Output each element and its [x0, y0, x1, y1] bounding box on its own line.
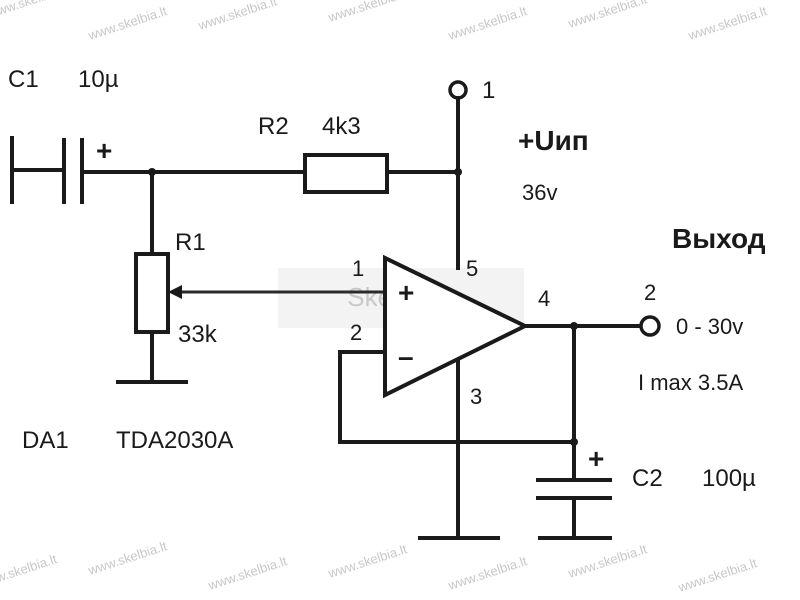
pin2-label: 2 — [350, 320, 362, 345]
pin1-label: 1 — [352, 256, 364, 281]
output-imax: I max 3.5A — [638, 370, 743, 395]
resistor-r2 — [303, 153, 389, 194]
watermark-text: www.skelbia.lt — [445, 3, 529, 43]
pin4-label: 4 — [538, 286, 550, 311]
c1-polarity: + — [96, 135, 112, 166]
watermark-text: www.skelbia.lt — [685, 3, 769, 43]
opamp-plus: + — [398, 277, 414, 308]
watermark-text: www.skelbia.lt — [0, 551, 59, 591]
output-title: Выход — [672, 223, 766, 254]
watermark-top: www.skelbia.lt www.skelbia.lt www.skelbi… — [0, 0, 769, 43]
supply-value: 36v — [522, 180, 557, 205]
watermark-bottom: www.skelbia.lt www.skelbia.lt www.skelbi… — [0, 538, 759, 595]
supply-terminal — [448, 80, 468, 100]
c1-value: 10µ — [78, 66, 119, 93]
watermark-text: www.skelbia.lt — [325, 541, 409, 581]
opamp-minus: – — [398, 341, 414, 372]
supply-label: +Uип — [518, 125, 589, 156]
output-terminal — [639, 315, 661, 337]
potentiometer-r1 — [134, 252, 170, 334]
output-pin-label: 2 — [644, 280, 656, 305]
pin5-label: 5 — [466, 256, 478, 281]
capacitor-c1 — [10, 136, 84, 204]
r1-label: R1 — [175, 229, 206, 256]
watermark-text: www.skelbia.lt — [85, 538, 169, 578]
watermark-text: www.skelbia.lt — [325, 0, 409, 25]
c1-label: C1 — [8, 66, 39, 93]
watermark-text: www.skelbia.lt — [675, 555, 759, 595]
watermark-text: www.skelbia.lt — [195, 0, 279, 33]
wiper-arrow-icon — [168, 285, 182, 299]
r1-value: 33k — [178, 321, 218, 348]
watermark-text: www.skelbia.lt — [0, 0, 69, 21]
watermark-text: www.skelbia.lt — [445, 553, 529, 593]
c2-polarity: + — [588, 443, 604, 474]
capacitor-c2 — [536, 478, 612, 540]
watermark-text: www.skelbia.lt — [205, 553, 289, 593]
da1-part: TDA2030A — [116, 427, 233, 454]
watermark-text: www.skelbia.lt — [85, 3, 169, 43]
output-range: 0 - 30v — [676, 314, 743, 339]
opamp-da1 — [383, 254, 530, 399]
da1-label: DA1 — [22, 427, 69, 454]
pin3-label: 3 — [470, 384, 482, 409]
c2-label: C2 — [632, 465, 663, 492]
watermark-text: www.skelbia.lt — [565, 0, 649, 31]
r2-value: 4k3 — [322, 113, 361, 140]
c2-value: 100µ — [702, 465, 756, 492]
supply-pin-label: 1 — [482, 77, 495, 104]
watermark-text: www.skelbia.lt — [565, 541, 649, 581]
r2-label: R2 — [258, 113, 289, 140]
